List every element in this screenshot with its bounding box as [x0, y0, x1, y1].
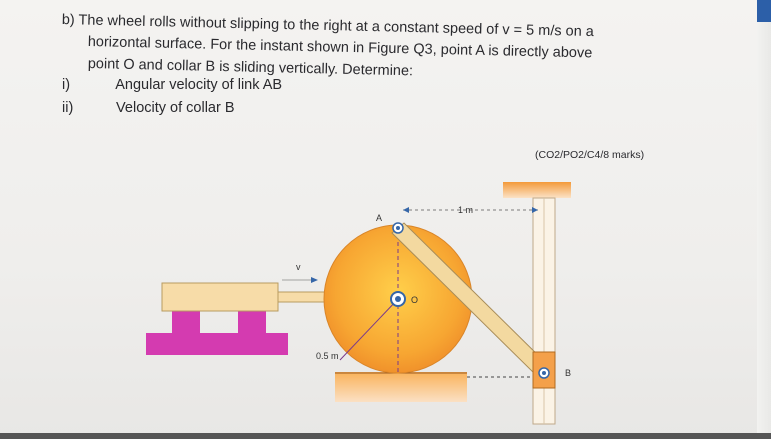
marks-allocation: (CO2/PO2/C4/8 marks)	[535, 149, 645, 161]
sub-question-1: i) Angular velocity of link AB	[62, 77, 282, 93]
sub-question-1-number: i)	[62, 77, 71, 93]
dimension-arrow-right	[532, 207, 538, 213]
ground-surface	[335, 372, 467, 402]
pin-A-dot	[396, 226, 400, 230]
label-A: A	[376, 213, 382, 223]
label-1m: 1 m	[458, 205, 473, 215]
velocity-arrow-head	[311, 277, 318, 283]
sub-question-2: ii) Velocity of collar B	[62, 100, 235, 116]
sub-question-2-text: Velocity of collar B	[116, 100, 235, 116]
sub-question-2-number: ii)	[62, 100, 74, 116]
magenta-post-left	[172, 311, 200, 335]
top-support	[503, 182, 571, 198]
screen-edge	[757, 0, 771, 439]
dimension-arrow-left	[403, 207, 409, 213]
label-v: v	[296, 262, 301, 272]
magenta-base	[146, 333, 288, 355]
label-B: B	[565, 368, 571, 378]
slider-block	[161, 282, 279, 312]
magenta-post-right	[238, 311, 266, 335]
bottom-bar	[0, 433, 771, 439]
pin-B-dot	[542, 371, 546, 375]
corner-chip	[757, 0, 771, 22]
label-O: O	[411, 295, 418, 305]
label-0-5m: 0.5 m	[316, 351, 339, 361]
pin-O-dot	[395, 296, 401, 302]
radius-line	[339, 298, 399, 361]
sub-question-1-text: Angular velocity of link AB	[115, 77, 283, 93]
